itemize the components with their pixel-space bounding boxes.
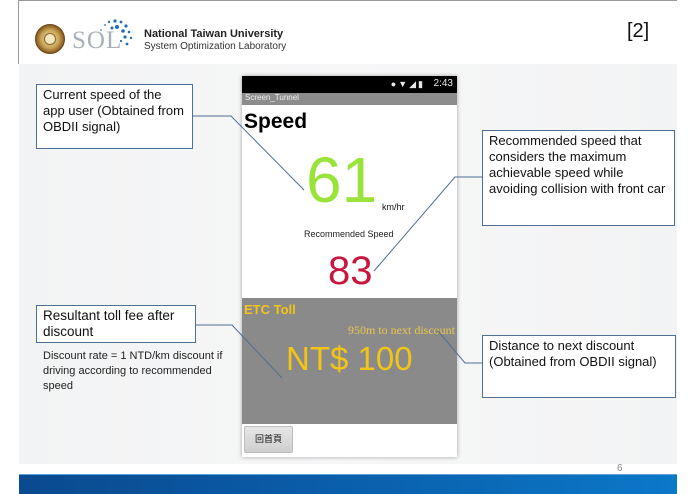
battery-icon: ▮ <box>418 79 425 89</box>
reference-label: [2] <box>627 20 650 42</box>
footer-divider <box>19 474 677 475</box>
etc-toll-title: ETC Toll <box>244 302 296 317</box>
bottom-bar: 回首頁 <box>242 424 457 457</box>
toll-fee-value: NT$ 100 <box>286 340 413 377</box>
speed-unit: km/hr <box>382 202 405 212</box>
sol-logo: SOL <box>72 27 123 54</box>
current-speed-value: 61 <box>306 144 378 216</box>
status-bar: ●▼◢▮ 2:43 <box>242 76 457 93</box>
phone-screen: ●▼◢▮ 2:43 Screen_Tunnel Speed 61 km/hr R… <box>242 76 457 457</box>
lab-name: System Optimization Laboratory <box>144 41 287 52</box>
slide-border <box>18 0 677 1</box>
callout-current-speed: Current speed of the app user (Obtained … <box>36 84 193 149</box>
wifi-icon: ▼ <box>398 79 410 89</box>
app-title-bar: Screen_Tunnel <box>242 93 457 105</box>
callout-distance: Distance to next discount (Obtained from… <box>482 335 676 398</box>
distance-to-discount: 950m to next discount <box>348 323 455 337</box>
institution-name: National Taiwan University <box>144 28 284 40</box>
sol-dots-icon <box>100 19 133 46</box>
slide-border <box>18 0 19 64</box>
app-title: Screen_Tunnel <box>245 93 299 102</box>
recommended-speed-value: 83 <box>328 249 373 293</box>
callout-toll-fee: Resultant toll fee after discount <box>36 305 196 343</box>
footer-bar <box>19 475 677 494</box>
discount-note: Discount rate = 1 NTD/km discount if dri… <box>43 350 223 392</box>
etc-toll-panel: ETC Toll 950m to next discount NT$ 100 <box>242 298 457 424</box>
status-icons: ●▼◢▮ <box>391 79 425 90</box>
speed-heading: Speed <box>244 110 308 133</box>
ntu-seal-logo-icon <box>35 24 65 54</box>
page-number: 6 <box>617 463 623 474</box>
signal-icon: ◢ <box>409 79 419 89</box>
status-time: 2:43 <box>433 78 453 89</box>
recommended-speed-label: Recommended Speed <box>304 229 394 239</box>
home-button[interactable]: 回首頁 <box>244 426 293 453</box>
location-icon: ● <box>390 79 399 89</box>
callout-recommended-speed: Recommended speed that considers the max… <box>482 130 675 226</box>
